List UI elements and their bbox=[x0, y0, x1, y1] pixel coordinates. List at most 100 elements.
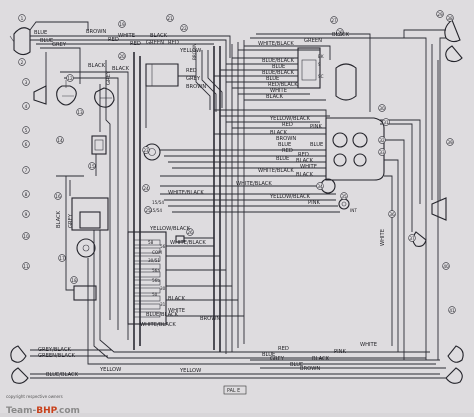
callout-number: 35 bbox=[340, 192, 348, 200]
wire-label: WHITE/BLACK bbox=[170, 240, 206, 246]
wire-label: BLUE bbox=[276, 156, 289, 162]
terminal-label: 56b bbox=[152, 278, 160, 283]
svg-text:16: 16 bbox=[55, 194, 61, 199]
svg-text:30: 30 bbox=[379, 106, 385, 111]
callout-number: 20 bbox=[118, 52, 126, 60]
wire-label: RED bbox=[130, 41, 141, 47]
callout-number: 17 bbox=[58, 254, 66, 262]
callout-number: 16 bbox=[54, 192, 62, 200]
wire-label: BLACK bbox=[296, 172, 314, 178]
terminal-label: SC bbox=[318, 74, 324, 79]
callout-number: 21 bbox=[166, 14, 174, 22]
callout-number: 24 bbox=[142, 184, 150, 192]
svg-text:38: 38 bbox=[447, 16, 453, 21]
wire-label: BLUE bbox=[272, 64, 285, 70]
wire-label: BROWN bbox=[192, 44, 197, 60]
wire-label: GREY/BLACK bbox=[38, 347, 71, 353]
wire-label: BLACK bbox=[266, 94, 284, 100]
horn-coil-right bbox=[94, 87, 115, 108]
svg-text:9: 9 bbox=[25, 212, 28, 217]
wire-label: BLUE bbox=[290, 362, 303, 368]
wire-label: WHITE/BLACK bbox=[258, 168, 294, 174]
watermark-copyright: copyright respective owners bbox=[6, 394, 63, 399]
callout-number: 22 bbox=[180, 24, 188, 32]
wire-label: WHITE bbox=[300, 164, 317, 170]
callout-number: 37 bbox=[408, 234, 416, 242]
wire-label: GREY bbox=[52, 42, 67, 48]
wire-label: BLUE bbox=[262, 352, 275, 358]
wire-label: RED bbox=[282, 148, 293, 154]
wire-label: YELLOW bbox=[99, 367, 121, 373]
wire-label: GREY bbox=[186, 76, 201, 82]
callout-number: 15 bbox=[88, 162, 96, 170]
wire-label: BLUE/BLACK bbox=[146, 312, 179, 318]
wire-label: RED bbox=[186, 68, 197, 74]
svg-text:36: 36 bbox=[389, 212, 395, 217]
svg-text:31: 31 bbox=[383, 120, 389, 125]
plug-connector bbox=[175, 235, 185, 243]
callout-number: 1 bbox=[18, 14, 26, 22]
wire-label: WHITE/BLACK bbox=[140, 322, 176, 328]
callout-number: 18 bbox=[70, 276, 78, 284]
terminal-label: 50 bbox=[152, 292, 158, 297]
wire-label: YELLOW/BLACK bbox=[149, 226, 191, 232]
watermark: copyright respective owners Team-BHP.com bbox=[6, 394, 126, 416]
wire-label: PINK bbox=[310, 124, 323, 130]
svg-text:35: 35 bbox=[341, 194, 347, 199]
terminal-label: S bbox=[318, 62, 321, 67]
wire-label: PINK bbox=[334, 349, 347, 355]
battery-top bbox=[145, 63, 179, 87]
wire-label: BLACK bbox=[312, 356, 330, 362]
watermark-dotcom: .com bbox=[55, 406, 80, 416]
svg-text:28: 28 bbox=[337, 30, 343, 35]
headlamp-left-top bbox=[9, 27, 31, 56]
wiring-harness bbox=[29, 21, 446, 379]
terminal-label: 15/54 bbox=[150, 208, 162, 213]
callout-number: 32 bbox=[378, 136, 386, 144]
svg-text:10: 10 bbox=[23, 234, 29, 239]
callout-number: 2 bbox=[18, 58, 26, 66]
terminal-label: 56a bbox=[152, 268, 160, 273]
callout-number: 7 bbox=[22, 166, 30, 174]
horn-left bbox=[33, 85, 47, 105]
headlamp-switch bbox=[335, 63, 357, 101]
wire-label: BLACK bbox=[296, 158, 314, 164]
wire-label: RED bbox=[278, 346, 289, 352]
callout-number: 13 bbox=[76, 108, 84, 116]
svg-text:24: 24 bbox=[143, 186, 149, 191]
svg-text:13: 13 bbox=[77, 110, 83, 115]
terminal-label: 30 bbox=[160, 286, 166, 291]
callout-number: 41 bbox=[448, 306, 456, 314]
wire-label: BLUE bbox=[34, 30, 47, 36]
wire-label: BLUE bbox=[266, 76, 279, 82]
svg-text:39: 39 bbox=[447, 140, 453, 145]
wire-label: GREY bbox=[106, 70, 112, 85]
wire-label: RED/BLACK bbox=[268, 82, 298, 88]
wire-label: GREEN bbox=[146, 40, 164, 46]
wire-label: YELLOW bbox=[179, 48, 201, 54]
svg-text:19: 19 bbox=[119, 22, 125, 27]
wire-label: YELLOW/BLACK bbox=[269, 194, 311, 200]
callout-number: 3 bbox=[22, 78, 30, 86]
wire-label: BLUE/BLACK bbox=[262, 58, 295, 64]
wire-label: WHITE bbox=[168, 308, 185, 314]
wire-label: BLACK bbox=[112, 66, 130, 72]
callout-number: 19 bbox=[118, 20, 126, 28]
wire-label: GREY bbox=[68, 213, 74, 228]
callout-number: 36 bbox=[388, 210, 396, 218]
callout-number: 23 bbox=[142, 146, 150, 154]
wire-label: RED bbox=[168, 40, 179, 46]
svg-text:20: 20 bbox=[119, 54, 125, 59]
wire-label: WHITE/BLACK bbox=[258, 41, 294, 47]
wire-label: RED bbox=[282, 122, 293, 128]
svg-text:3: 3 bbox=[25, 80, 28, 85]
wire-label: WHITE bbox=[270, 88, 287, 94]
callout-number: 6 bbox=[22, 140, 30, 148]
indicator-right bbox=[431, 197, 447, 221]
wire-label: YELLOW bbox=[179, 368, 201, 374]
instrument-cluster bbox=[325, 117, 385, 181]
wire-label: WHITE bbox=[380, 229, 386, 246]
svg-text:4: 4 bbox=[25, 104, 28, 109]
wire-label: BROWN bbox=[86, 29, 106, 35]
